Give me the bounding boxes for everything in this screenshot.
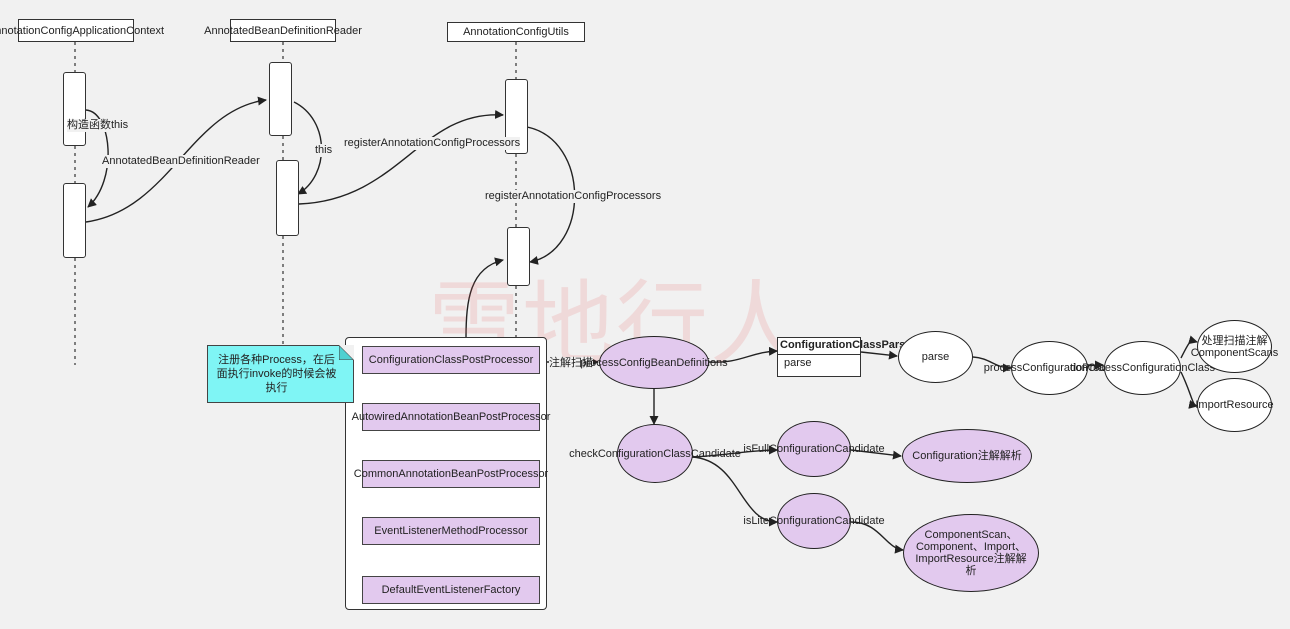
activation-ctx-1 xyxy=(63,72,86,146)
class-method: parse xyxy=(784,357,812,369)
msg-reader-this-label: this xyxy=(315,144,333,157)
processor-autowired-annotation: AutowiredAnnotationBeanPostProcessor xyxy=(352,403,550,431)
note-register-processors: 注册各种Process，在后面执行invoke的时候会被执行 xyxy=(207,345,354,403)
node-configuration-parse: Configuration注解解析 xyxy=(902,429,1032,483)
processor-default-event-listener-factory: DefaultEventListenerFactory xyxy=(362,576,540,604)
lifeline-head-ctx: AnnotationConfigApplicationContext xyxy=(0,19,164,42)
node-parse: parse xyxy=(898,331,973,383)
msg-to-container-line xyxy=(465,257,504,339)
msg-register-1-label: registerAnnotationConfigProcessors xyxy=(344,137,521,150)
node-process-configuration-class: processConfigurationClass xyxy=(984,341,1115,395)
processor-event-listener-method: EventListenerMethodProcessor xyxy=(362,517,540,545)
processor-common-annotation: CommonAnnotationBeanPostProcessor xyxy=(354,460,548,488)
node-import-resource: ImportResource xyxy=(1195,378,1274,432)
node-do-process-configuration-class: doProcessConfigurationClass xyxy=(1070,341,1215,395)
processor-configuration-class: ConfigurationClassPostProcessor xyxy=(362,346,540,374)
activation-reader-1 xyxy=(269,62,292,136)
msg-register-1-line xyxy=(298,110,504,205)
node-configuration-class-parser: ConfigurationClassParser parse xyxy=(777,337,916,377)
msg-ctor-this-line xyxy=(85,109,109,208)
class-name: ConfigurationClassParser xyxy=(778,338,916,355)
node-lite-parse: ComponentScan、Component、Import、ImportRes… xyxy=(903,514,1039,592)
lifeline-head-utils: AnnotationConfigUtils xyxy=(447,22,585,42)
activation-utils-2 xyxy=(507,227,530,286)
msg-register-2-label: registerAnnotationConfigProcessors xyxy=(485,190,662,203)
activation-ctx-2 xyxy=(63,183,86,258)
node-component-scans: 处理扫描注解ComponentScans xyxy=(1191,320,1278,373)
activation-utils-1 xyxy=(505,79,528,154)
lifeline-head-reader: AnnotatedBeanDefinitionReader xyxy=(204,19,362,42)
scan-label: 注解扫描 xyxy=(549,357,593,370)
node-is-lite: isLiteConfigurationCandidate xyxy=(743,493,885,549)
activation-reader-2 xyxy=(276,160,299,236)
msg-ctor-this-label: 构造函数this xyxy=(67,119,129,132)
msg-new-reader-label: AnnotatedBeanDefinitionReader xyxy=(102,155,260,168)
node-is-full: isFullConfigurationCandidate xyxy=(743,421,885,477)
node-check-candidate: checkConfigurationClassCandidate xyxy=(569,424,741,483)
note-fold-icon xyxy=(339,345,354,360)
node-process-config-bean-definitions: processConfigBeanDefinitions xyxy=(580,336,728,389)
